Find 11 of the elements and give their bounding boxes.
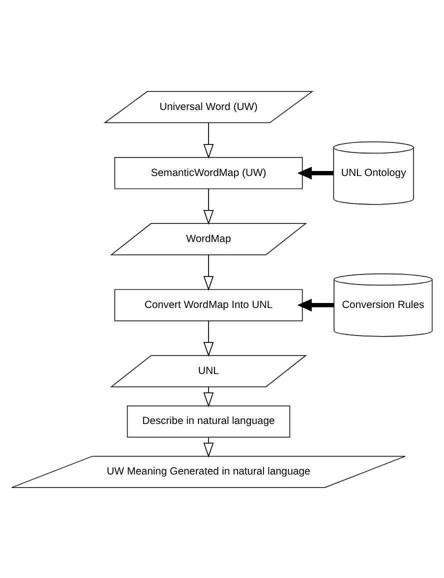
arrow (203, 122, 214, 158)
arrow (203, 436, 214, 458)
arrow (297, 166, 334, 179)
node-box: Describe in natural language (126, 404, 290, 438)
arrow (203, 386, 214, 407)
node-box: Convert WordMap Into UNL (114, 288, 303, 321)
arrow (297, 298, 334, 311)
arrow (203, 254, 214, 290)
node-box: SemanticWordMap (UW) (114, 156, 303, 189)
arrow (203, 320, 214, 356)
arrow (203, 188, 214, 224)
